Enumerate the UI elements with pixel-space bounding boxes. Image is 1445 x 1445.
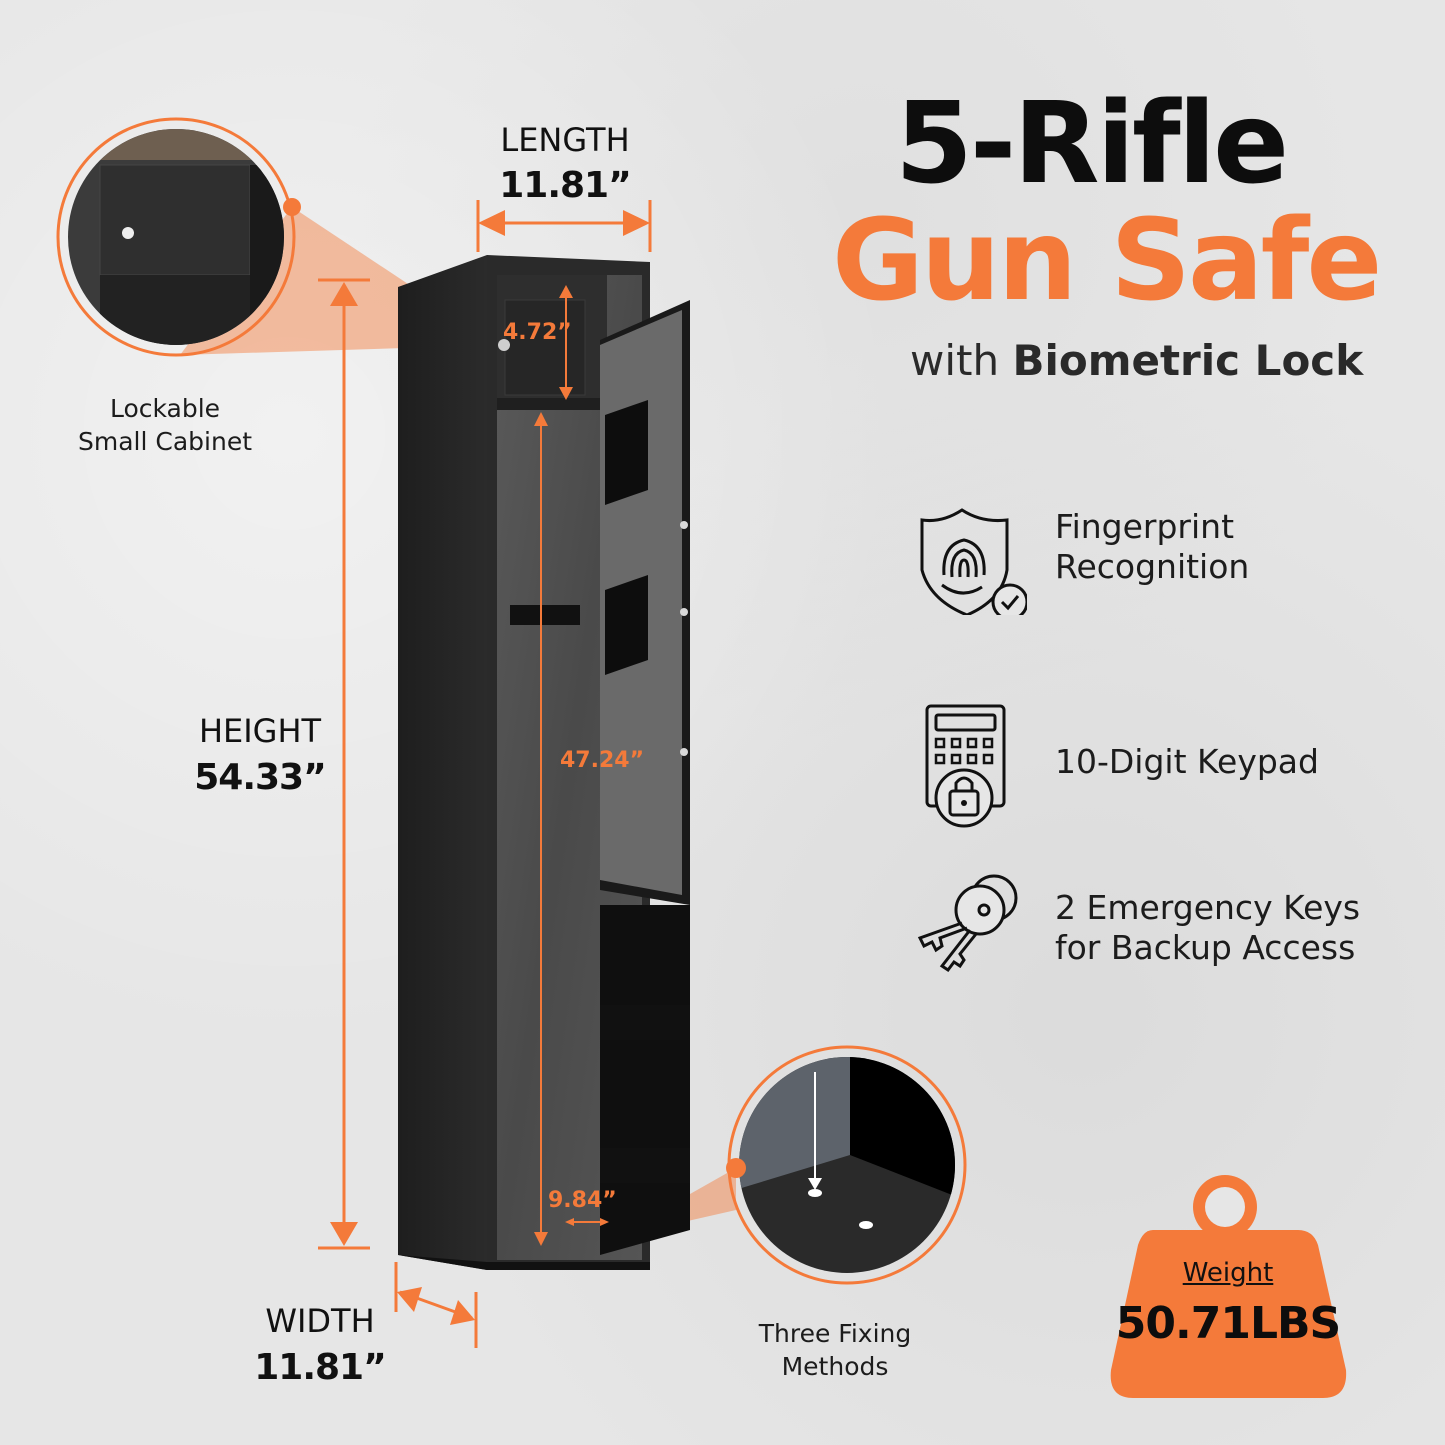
fingerprint-shield-icon <box>920 508 1027 615</box>
inner-height: 47.24” <box>560 748 645 773</box>
subtitle-prefix: with <box>910 336 1000 385</box>
height-label: HEIGHT <box>198 712 322 750</box>
headline-line1: 5-Rifle <box>895 79 1289 209</box>
height-value: 54.33” <box>194 757 327 798</box>
fixing-caption: Three Fixing Methods <box>758 1319 912 1381</box>
width-label: WIDTH <box>265 1302 375 1340</box>
weight-badge: Weight 50.71LBS <box>1108 1170 1348 1400</box>
headline-subtitle: with Biometric Lock <box>910 340 1363 382</box>
keys-icon <box>917 874 1018 973</box>
keypad-lock-icon <box>925 704 1006 828</box>
cabinet-caption: Lockable Small Cabinet <box>78 394 252 456</box>
length-value: 11.81” <box>499 165 632 206</box>
subtitle-bold: Biometric Lock <box>1012 336 1364 385</box>
inner-depth: 9.84” <box>548 1188 617 1213</box>
width-value: 11.81” <box>254 1347 387 1388</box>
length-label: LENGTH <box>500 121 630 159</box>
headline-line2: Gun Safe <box>832 196 1382 326</box>
weight-icon <box>1110 1175 1347 1398</box>
inner-cabinet-height: 4.72” <box>503 320 572 345</box>
